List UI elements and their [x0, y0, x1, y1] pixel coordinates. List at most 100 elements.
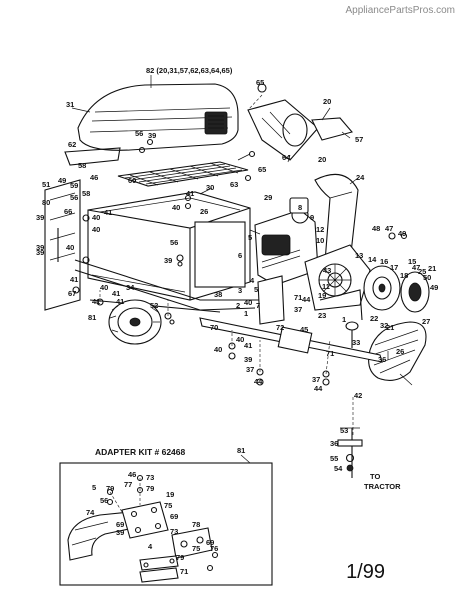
adapter-kit-box — [59, 462, 273, 586]
callout-label: 46 — [128, 470, 136, 479]
callout-label: 40 — [236, 335, 244, 344]
callout-label: 48 — [372, 224, 380, 233]
callout-label: 39 — [116, 528, 124, 537]
callout-label: 66 — [64, 207, 72, 216]
callout-label: 41 — [112, 289, 120, 298]
callout-label: 5 — [254, 285, 258, 294]
callout-label: 16 — [380, 257, 388, 266]
callout-label: 75 — [192, 544, 200, 553]
callout-label: 8 — [298, 203, 302, 212]
callout-label: 18 — [400, 271, 408, 280]
callout-label: 54 — [334, 464, 343, 473]
callout-label: 63 — [230, 180, 238, 189]
callout-label: 73 — [146, 473, 154, 482]
callout-label: 65 — [256, 78, 264, 87]
page-number: 1/99 — [346, 561, 385, 583]
engine — [254, 197, 319, 286]
callout-label: 39 — [148, 131, 156, 140]
callout-label: 37 — [246, 365, 254, 374]
callout-label: 49 — [430, 283, 438, 292]
callout-label: 80 — [42, 198, 50, 207]
callout-label: 72 — [276, 323, 284, 332]
callout-label: 78 — [192, 520, 200, 529]
callout-label: 42 — [354, 391, 362, 400]
assembly-reference-label: 82 (20,31,57,62,63,64,65) — [146, 66, 233, 75]
side-panel-left — [44, 179, 81, 311]
callout-label: 40 — [100, 283, 108, 292]
axle-frame — [74, 259, 260, 313]
callout-label: 40 — [214, 345, 222, 354]
callout-label: 4 — [148, 542, 153, 551]
callout-label: 4 — [250, 276, 255, 285]
callout-label: 73 — [170, 527, 178, 536]
callout-label: 41 — [186, 189, 194, 198]
callout-label: 75 — [164, 501, 172, 510]
callout-label: 69 — [170, 512, 178, 521]
callout-label: 39 — [36, 248, 44, 257]
callout-label: 25 — [418, 267, 426, 276]
screen-grate — [117, 161, 249, 187]
cart-body — [87, 191, 251, 301]
callout-label: 60 — [128, 176, 136, 185]
callout-label: 64 — [282, 153, 291, 162]
callout-label: 33 — [352, 338, 360, 347]
callout-label: 44 — [302, 295, 311, 304]
callout-label: 81 — [88, 313, 96, 322]
tractor-label-line-2: TRACTOR — [364, 482, 401, 491]
callout-label: 40 — [244, 298, 252, 307]
callout-label: 3 — [238, 286, 242, 295]
callout-label: 49 — [58, 176, 66, 185]
callout-label: 40 — [92, 213, 100, 222]
callout-label: 31 — [66, 100, 74, 109]
callout-label: 5 — [92, 483, 96, 492]
callout-label: 41 — [92, 297, 100, 306]
callout-label: 79 — [176, 553, 184, 562]
callout-label: 20 — [323, 97, 331, 106]
callout-label: 21 — [386, 323, 394, 332]
callout-label: 71 — [326, 349, 334, 358]
callout-label: 20 — [318, 155, 326, 164]
callout-label: 46 — [90, 173, 98, 182]
adapter-kit-ref: 81 — [237, 446, 245, 455]
callout-label: 32 — [380, 321, 388, 330]
callout-label: 69 — [116, 520, 124, 529]
callout-label: 76 — [210, 544, 218, 553]
callout-label: 59 — [70, 181, 78, 190]
callout-label: 17 — [390, 263, 398, 272]
callout-label: 14 — [368, 255, 377, 264]
callout-label: 23 — [318, 311, 326, 320]
callout-label: 37 — [312, 375, 320, 384]
callout-label: 26 — [200, 207, 208, 216]
hitch-bar — [199, 317, 383, 363]
callout-labels: 65 31 20 56 39 62 57 64 20 58 60 30 63 6… — [36, 78, 438, 576]
callout-label: 36 — [330, 439, 338, 448]
callout-label: 70 — [210, 323, 218, 332]
discharge-chute-top — [247, 83, 353, 161]
watermark-text: AppliancePartsPros.com — [345, 5, 456, 16]
adapter-kit-title: ADAPTER KIT # 62468 — [95, 447, 185, 457]
callout-label: 51 — [42, 180, 50, 189]
callout-label: 19 — [318, 291, 326, 300]
wheel — [108, 299, 162, 345]
callout-label: 40 — [66, 243, 74, 252]
callout-label: 41 — [244, 341, 252, 350]
callout-label: 30 — [206, 183, 214, 192]
mount-bracket — [257, 275, 285, 325]
intake-hose — [368, 321, 427, 381]
callout-label: 71 — [294, 293, 302, 302]
callout-label: 24 — [356, 173, 365, 182]
callout-label: 43 — [323, 266, 331, 275]
callout-label: 47 — [385, 224, 393, 233]
callout-label: 6 — [238, 251, 242, 260]
callout-label: 9 — [310, 213, 314, 222]
callout-label: 47 — [412, 263, 420, 272]
callout-label: 37 — [294, 305, 302, 314]
callout-label: 58 — [82, 189, 90, 198]
callout-label: 49 — [398, 229, 406, 238]
callout-label: 15 — [408, 257, 416, 266]
callout-label: 69 — [206, 538, 214, 547]
callout-label: 65 — [258, 165, 266, 174]
callout-label: 12 — [316, 225, 324, 234]
callout-label: 58 — [78, 161, 86, 170]
